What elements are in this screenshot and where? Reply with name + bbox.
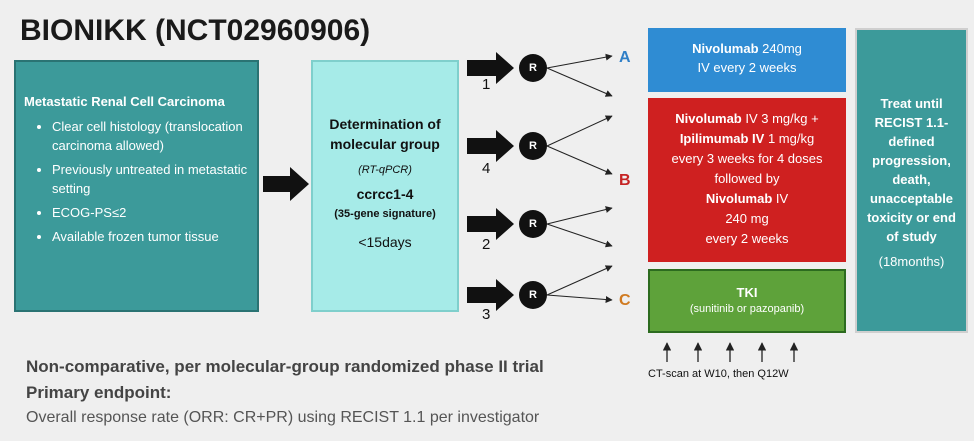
group-number: 4 (482, 160, 491, 177)
arm-c-detail: (sunitinib or pazopanib) (689, 303, 805, 315)
classifier-label: ccrcc1-4 (356, 186, 414, 202)
turnaround-label: <15days (358, 234, 412, 250)
randomization-circle: R (519, 132, 547, 160)
arm-b-drug3: Nivolumab (705, 191, 773, 206)
arm-arrow (546, 223, 613, 248)
page-title: BIONIKK (NCT02960906) (20, 14, 371, 47)
ct-scan-label: CT-scan at W10, then Q12W (648, 368, 789, 380)
arm-arrow (546, 145, 613, 175)
arm-b-letter: B (619, 172, 631, 189)
arm-a-schedule: IV every 2 weeks (697, 60, 797, 75)
treatment-duration-box: Treat until RECIST 1.1- defined progress… (855, 28, 968, 333)
arm-arrow (546, 294, 613, 304)
group-number: 3 (482, 306, 491, 323)
arm-b-route3: IV (772, 191, 789, 206)
eligibility-item: ECOG-PS≤2 (52, 203, 251, 222)
population-heading: Metastatic Renal Cell Carcinoma (24, 94, 225, 109)
duration-line: RECIST 1.1- (874, 115, 949, 130)
block-arrow-icon (467, 208, 514, 240)
group-number: 1 (482, 76, 491, 93)
signature-label: (35-gene signature) (334, 208, 436, 220)
arm-arrow (546, 115, 613, 147)
molecular-group-heading: Determination of molecular group (329, 116, 441, 152)
primary-endpoint-text: Overall response rate (ORR: CR+PR) using… (26, 409, 540, 426)
molecular-group-box: Determination of molecular group (RT-qPC… (311, 60, 459, 312)
arm-b-drug1: Nivolumab (675, 111, 742, 126)
randomization-circle: R (519, 281, 547, 309)
arm-b-dose1: IV 3 mg/kg + (741, 111, 819, 126)
duration-line: unacceptable (869, 191, 954, 206)
randomization-circle: R (519, 54, 547, 82)
duration-line: defined (888, 134, 935, 149)
arm-b-dose2: 1 mg/kg (764, 131, 815, 146)
arm-arrow (546, 206, 613, 225)
block-arrow-icon (467, 52, 514, 84)
method-label: (RT-qPCR) (358, 164, 412, 176)
arm-b-followed: followed by (714, 171, 780, 186)
arm-arrow (546, 265, 613, 296)
trial-design-text: Non-comparative, per molecular-group ran… (26, 357, 544, 376)
arm-a-drug: Nivolumab (692, 41, 759, 56)
arm-c-box: TKI (sunitinib or pazopanib) (648, 269, 846, 333)
primary-endpoint-heading: Primary endpoint: (26, 383, 172, 402)
arm-b-drug2: Ipilimumab IV (679, 131, 765, 146)
duration-line: Treat until (880, 96, 943, 111)
block-arrow-icon (467, 130, 514, 162)
eligibility-list: Clear cell histology (translocation carc… (24, 117, 251, 246)
arm-c-title: TKI (736, 285, 758, 300)
block-arrow-icon (263, 167, 309, 201)
arm-b-dose3: 240 mg (725, 211, 769, 226)
duration-line: death, (892, 172, 931, 187)
eligibility-item: Clear cell histology (translocation carc… (52, 117, 251, 155)
eligibility-item: Available frozen tumor tissue (52, 227, 251, 246)
arm-b-schedule3: every 2 weeks (705, 231, 789, 246)
arm-arrow (546, 53, 613, 69)
arm-b-schedule1: every 3 weeks for 4 doses (671, 151, 823, 166)
duration-line: progression, (872, 153, 951, 168)
group-number: 2 (482, 236, 491, 253)
population-box: Metastatic Renal Cell Carcinoma Clear ce… (14, 60, 259, 312)
eligibility-item: Previously untreated in metastatic setti… (52, 160, 251, 198)
arm-a-dose: 240mg (758, 41, 802, 56)
arm-b-box: Nivolumab IV 3 mg/kg + Ipilimumab IV 1 m… (648, 98, 846, 262)
duration-line: (18months) (878, 254, 945, 269)
duration-line: toxicity or end (867, 210, 956, 225)
arm-a-box: Nivolumab 240mg IV every 2 weeks (648, 28, 846, 92)
arm-arrow (546, 67, 613, 97)
duration-line: of study (886, 229, 937, 244)
arm-a-letter: A (619, 49, 631, 66)
randomization-circle: R (519, 210, 547, 238)
block-arrow-icon (467, 279, 514, 311)
arm-c-letter: C (619, 292, 631, 309)
